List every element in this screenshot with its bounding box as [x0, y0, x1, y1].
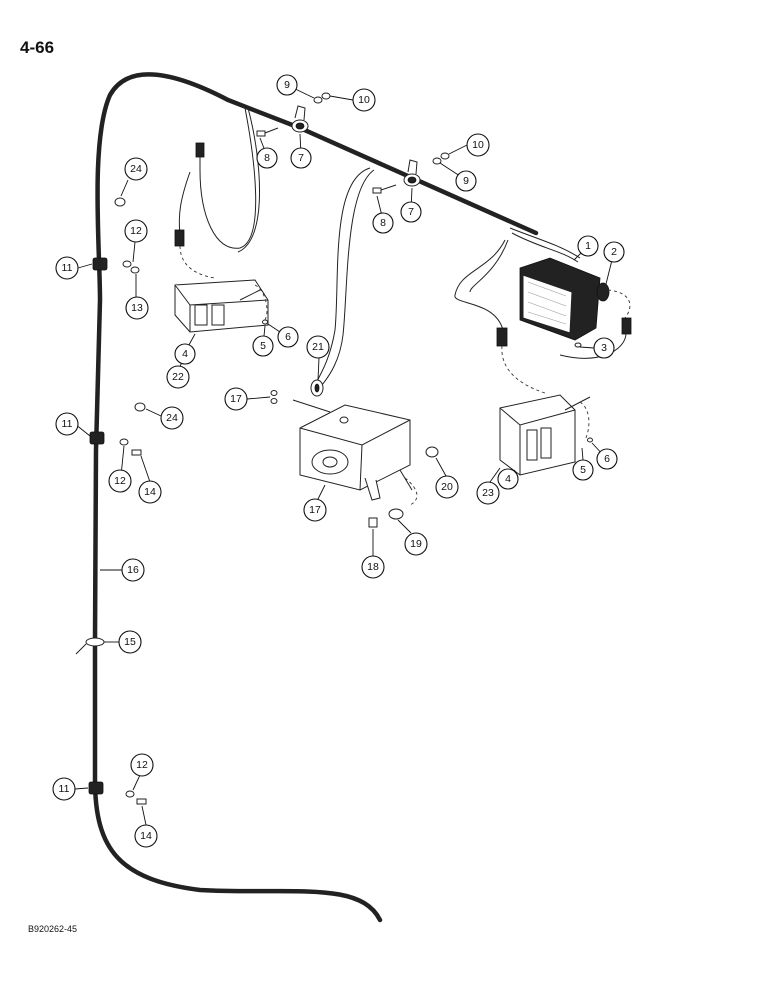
callout: 4	[174, 343, 196, 365]
callout: 5	[252, 335, 274, 357]
svg-text:2: 2	[611, 246, 617, 258]
callout: 12	[130, 753, 154, 777]
svg-text:6: 6	[285, 331, 291, 343]
callout: 14	[134, 824, 158, 848]
callout: 23	[476, 481, 500, 505]
svg-text:7: 7	[298, 152, 304, 164]
page-number: 4-66	[20, 38, 55, 57]
svg-text:9: 9	[284, 79, 290, 91]
callout: 12	[124, 219, 148, 243]
callout: 7	[290, 147, 312, 169]
svg-text:1: 1	[585, 240, 591, 252]
callout: 19	[404, 532, 428, 556]
svg-text:20: 20	[441, 481, 453, 493]
rear-lamp-right	[499, 394, 591, 476]
callout: 3	[593, 337, 615, 359]
callout: 8	[372, 212, 394, 234]
callout: 1	[577, 235, 599, 257]
tie-strap	[75, 637, 105, 655]
callout: 20	[435, 475, 459, 499]
rear-lamp-left	[174, 279, 269, 333]
svg-text:11: 11	[59, 783, 70, 795]
svg-text:4: 4	[505, 473, 511, 485]
svg-text:5: 5	[260, 340, 266, 352]
callout: 24	[124, 157, 148, 181]
svg-text:24: 24	[130, 163, 142, 175]
svg-text:17: 17	[230, 393, 242, 405]
svg-text:16: 16	[127, 564, 139, 576]
clip-11-lower	[88, 781, 104, 795]
svg-text:12: 12	[114, 475, 126, 487]
callout: 9	[455, 170, 477, 192]
callout: 10	[352, 88, 376, 112]
svg-text:5: 5	[580, 464, 586, 476]
svg-text:3: 3	[601, 342, 607, 354]
svg-text:22: 22	[172, 371, 184, 383]
callout: 24	[160, 406, 184, 430]
hardware	[114, 92, 593, 805]
callout: 10	[466, 133, 490, 157]
svg-text:18: 18	[367, 561, 379, 573]
callout: 14	[138, 480, 162, 504]
callout: 17	[224, 387, 248, 411]
callout: 17	[303, 498, 327, 522]
callout: 11	[55, 412, 79, 436]
callout: 11	[55, 256, 79, 280]
svg-text:6: 6	[604, 453, 610, 465]
callout: 2	[603, 241, 625, 263]
clip-11-middle	[89, 431, 105, 445]
left-lamp-wire	[199, 107, 257, 249]
horn-assembly	[299, 404, 418, 506]
callout: 11	[52, 777, 76, 801]
svg-text:9: 9	[463, 175, 469, 187]
callout: 4	[497, 468, 519, 490]
callout: 21	[306, 335, 330, 359]
svg-text:10: 10	[358, 94, 370, 106]
work-lamp	[519, 257, 632, 359]
callout: 9	[276, 74, 298, 96]
svg-text:17: 17	[309, 504, 321, 516]
svg-text:4: 4	[182, 348, 188, 360]
svg-text:12: 12	[136, 759, 148, 771]
callout: 22	[166, 365, 190, 389]
svg-text:24: 24	[166, 412, 178, 424]
clip-11-upper	[92, 257, 108, 271]
callout: 7	[400, 201, 422, 223]
svg-text:14: 14	[140, 830, 152, 842]
svg-text:21: 21	[312, 341, 324, 353]
svg-text:12: 12	[130, 225, 142, 237]
svg-text:15: 15	[124, 636, 136, 648]
right-lamp-wire	[454, 239, 506, 331]
clip-7-left	[291, 105, 309, 133]
svg-text:11: 11	[62, 262, 73, 274]
svg-text:10: 10	[472, 139, 484, 151]
callout: 18	[361, 555, 385, 579]
svg-text:23: 23	[482, 487, 494, 499]
svg-text:14: 14	[144, 486, 156, 498]
svg-text:7: 7	[408, 206, 414, 218]
svg-text:8: 8	[380, 217, 386, 229]
callout: 6	[277, 326, 299, 348]
svg-text:11: 11	[62, 418, 73, 430]
callout: 16	[121, 558, 145, 582]
drawing-code: B920262-45	[28, 924, 78, 934]
callout: 5	[572, 459, 594, 481]
callout: 6	[596, 448, 618, 470]
svg-text:8: 8	[264, 152, 270, 164]
clip-7-right	[403, 159, 421, 187]
callout: 8	[256, 147, 278, 169]
svg-text:13: 13	[131, 302, 143, 314]
callout: 12	[108, 469, 132, 493]
horn-wire	[314, 167, 371, 386]
callout: 13	[125, 296, 149, 320]
svg-text:19: 19	[410, 538, 422, 550]
main-harness	[92, 72, 539, 923]
callout: 15	[118, 630, 142, 654]
